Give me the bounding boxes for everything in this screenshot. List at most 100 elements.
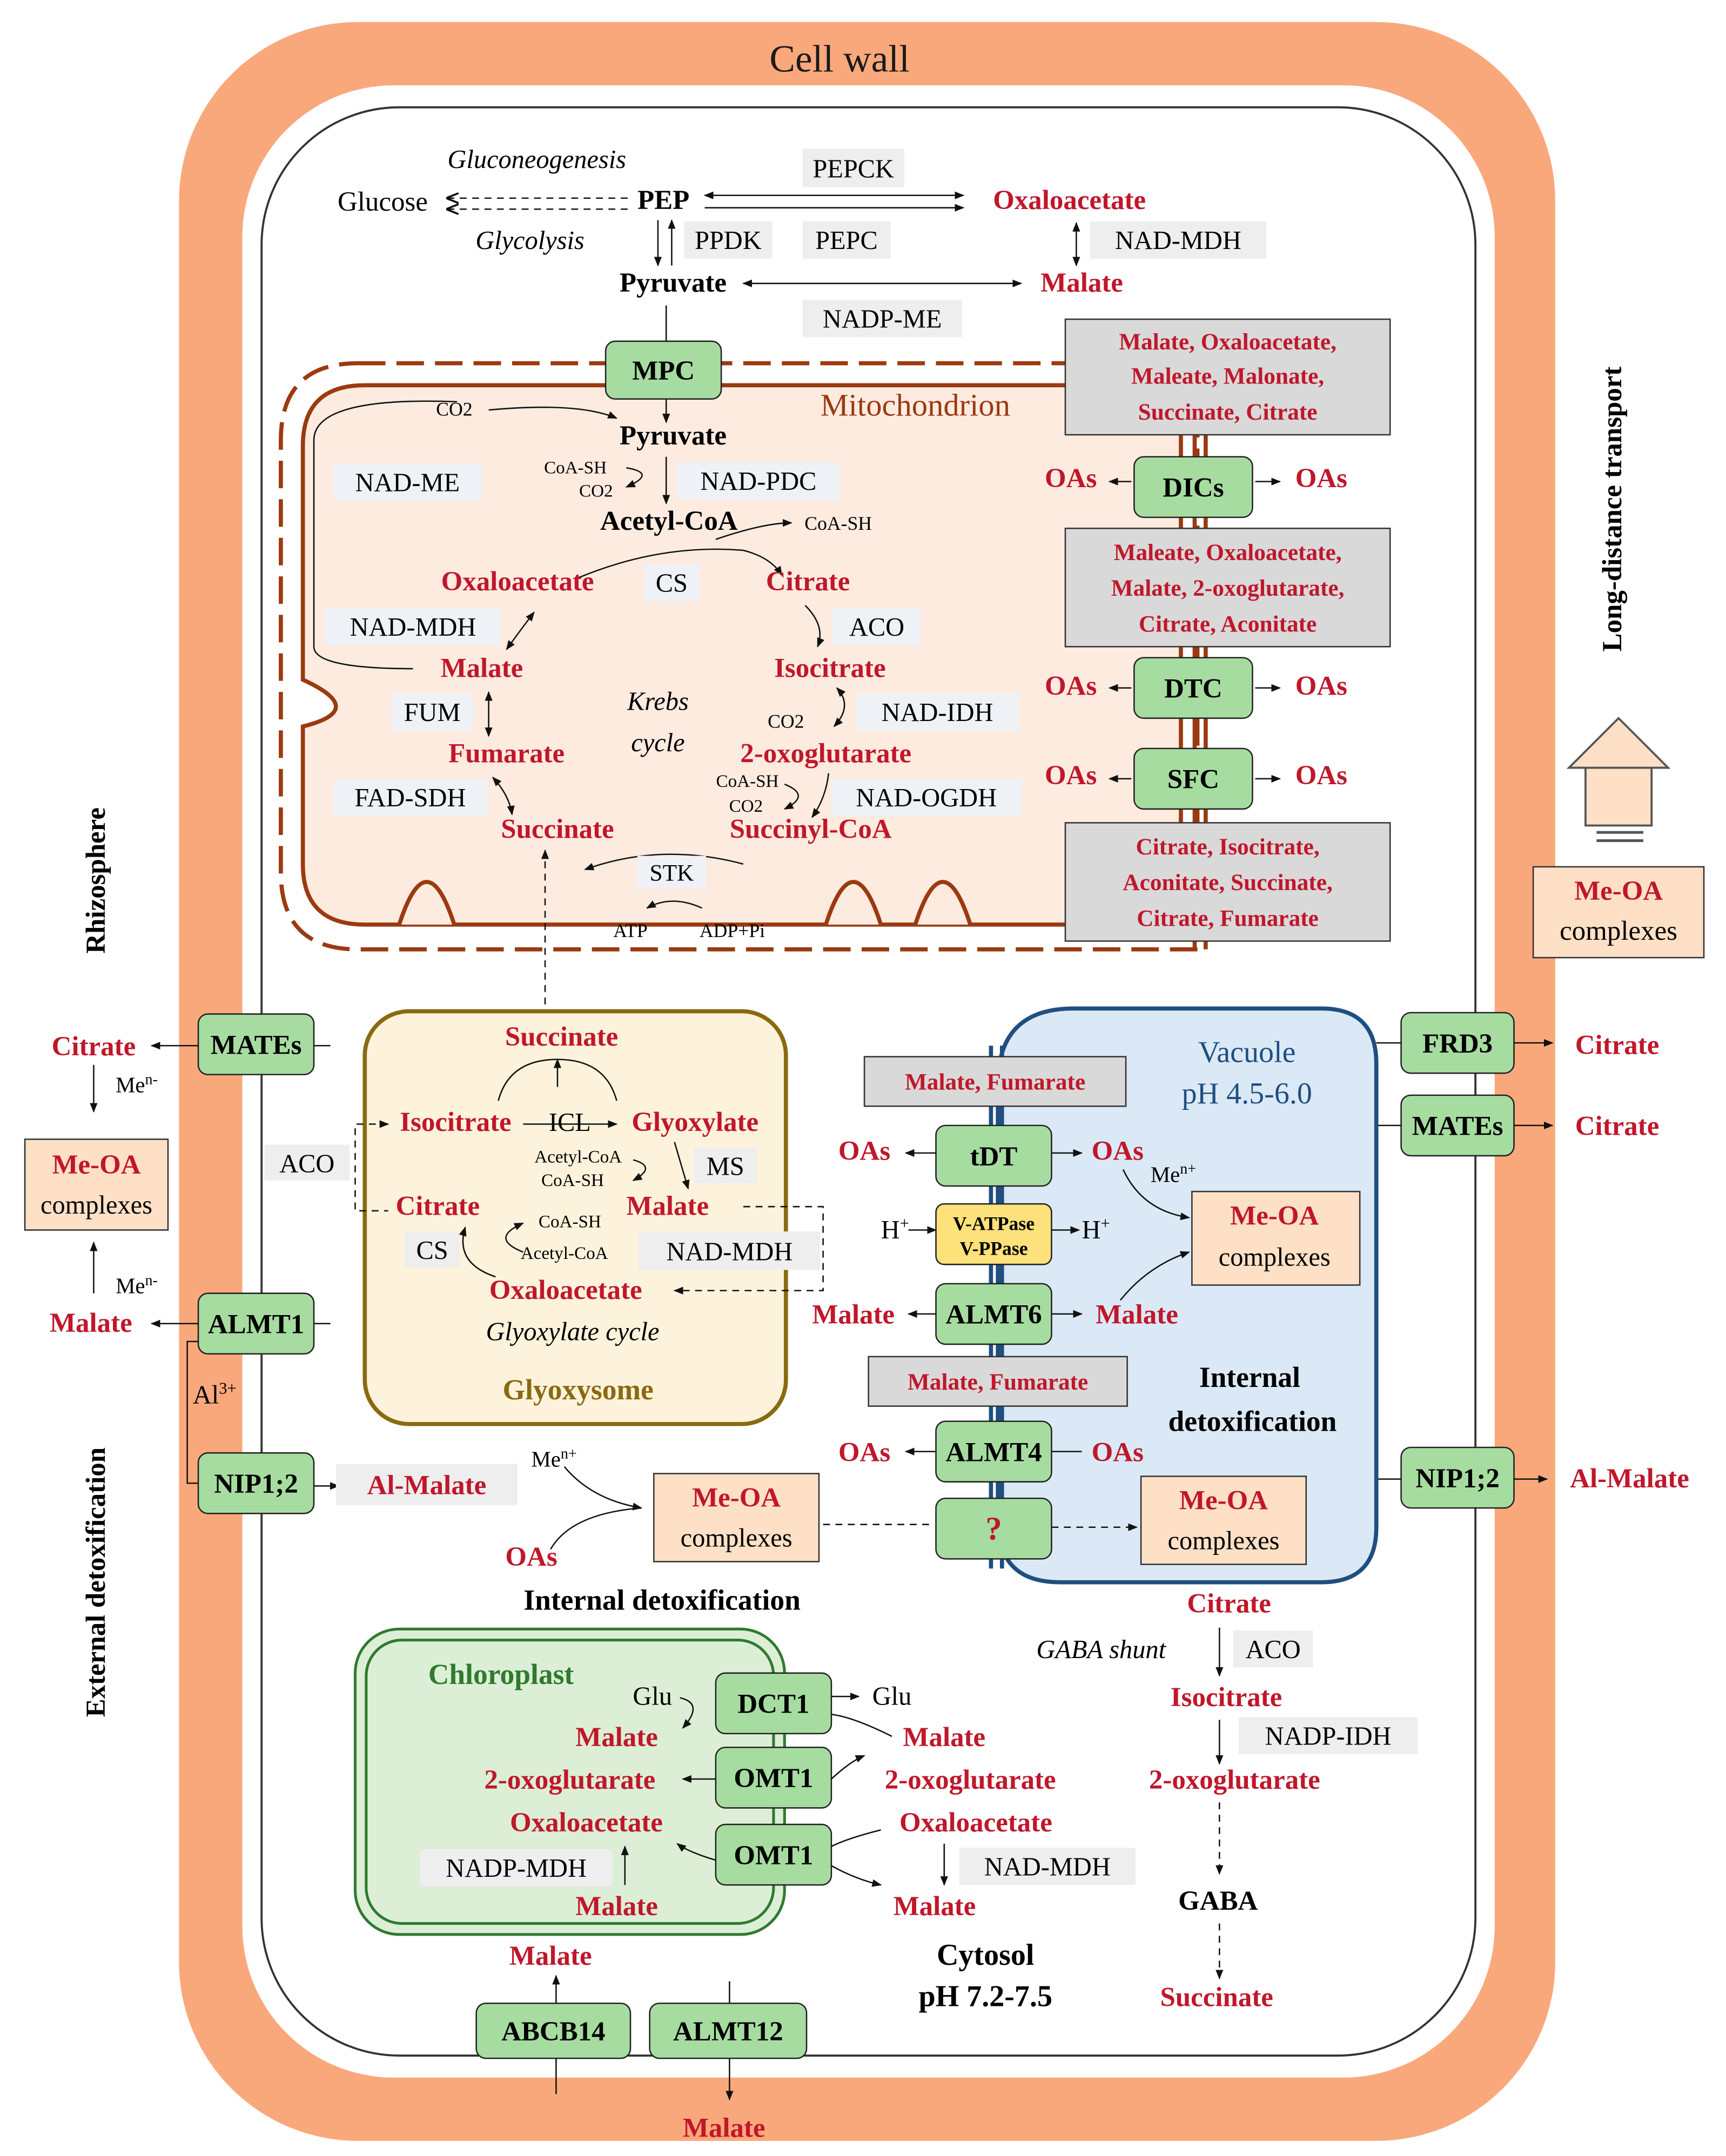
nad-ogdh-label: NAD-OGDH [856, 784, 997, 812]
vacuole: Vacuole pH 4.5-6.0 Malate, Fumarate tDT … [812, 1006, 1379, 1585]
almt1-label: ALMT1 [208, 1310, 304, 1340]
malate-chloro-in: Malate [575, 1722, 658, 1753]
unknown-transporter [935, 1498, 1052, 1560]
sfc-label: SFC [1167, 765, 1219, 795]
oxaloacetate-mito: Oxaloacetate [441, 567, 594, 597]
mpc-transporter [605, 340, 722, 400]
nad-idh-label: NAD-IDH [882, 698, 993, 727]
citrate-glyox: Citrate [396, 1191, 480, 1221]
up-arrow-icon [1566, 717, 1671, 827]
abcb14-transporter [475, 2002, 632, 2059]
mito-carriers: Malate, Oxaloacetate, Maleate, Malonate,… [1045, 318, 1391, 949]
malate-mito: Malate [440, 653, 523, 683]
oxoglutarate-chloro-out: 2-oxoglutarate [885, 1765, 1056, 1795]
oxaloacetate-chloro-in: Oxaloacetate [510, 1808, 663, 1838]
dics-transporter [1133, 456, 1253, 518]
adp-pi-label: ADP+Pi [700, 920, 765, 941]
nadp-idh-label: NADP-IDH [1265, 1722, 1392, 1750]
almt4-substrates: Malate, Fumarate [908, 1369, 1088, 1395]
dics-substrates-box [1064, 318, 1391, 436]
fumarate-mito: Fumarate [448, 738, 565, 769]
acetyl-coa-mito: Acetyl-CoA [600, 506, 738, 536]
cs-glyox: CS [417, 1236, 448, 1265]
omt1-transporter-1 [715, 1747, 832, 1809]
cytosolic-pathway: Gluconeogenesis Glucose PEP Glycolysis P… [338, 145, 1266, 344]
co2-4: CO2 [729, 796, 763, 816]
nad-me-label: NAD-ME [355, 468, 460, 497]
dics-substrates-1: Malate, Oxaloacetate, [1119, 329, 1337, 355]
dics-substrates-3: Succinate, Citrate [1138, 399, 1318, 425]
fad-sdh-label: FAD-SDH [354, 784, 466, 812]
bottom-transporters: Malate ABCB14 ALMT12 Malate [475, 1941, 808, 2143]
men-label-1: Men- [116, 1071, 158, 1097]
gaba-shunt-label: GABA shunt [1036, 1635, 1166, 1664]
oas-almt4-left: OAs [838, 1437, 890, 1467]
meoa-vacuole: Me-OA [1230, 1201, 1319, 1231]
meoa-cyto: Me-OA [692, 1483, 781, 1513]
aco-mito: ACO [849, 613, 904, 642]
dtc-substrates-box [1064, 527, 1391, 648]
pep-label: PEP [637, 185, 689, 215]
dics-substrates-2: Maleate, Malonate, [1131, 363, 1324, 389]
glyoxysome-title: Glyoxysome [503, 1373, 654, 1406]
pepc-label: PEPC [815, 226, 878, 255]
glu-in: Glu [633, 1682, 672, 1710]
mates-right-label: MATEs [1412, 1111, 1503, 1142]
glu-out: Glu [872, 1682, 912, 1710]
ppdk-label: PPDK [695, 226, 762, 255]
malate-chloro-bottom-out: Malate [894, 1891, 976, 1922]
oas-almt4-right: OAs [1092, 1437, 1144, 1467]
v-ppase-label: V-PPase [959, 1237, 1027, 1259]
long-distance-label: Long-distance transport [1597, 367, 1628, 652]
dics-label: DICs [1163, 473, 1224, 503]
citrate-gaba: Citrate [1187, 1589, 1271, 1619]
nip-right-label: NIP1;2 [1415, 1464, 1500, 1494]
external-detox-label: External detoxification [81, 1447, 111, 1717]
malate-glyox: Malate [626, 1191, 709, 1221]
malate-abcb14: Malate [509, 1941, 592, 1971]
men-label-2: Men- [116, 1272, 158, 1298]
cytosol-label: Cytosol [937, 1938, 1035, 1972]
almt4-label: ALMT4 [945, 1437, 1042, 1467]
tdt-substrates: Malate, Fumarate [905, 1069, 1085, 1095]
co2-3: CO2 [768, 711, 804, 732]
co2-2: CO2 [579, 481, 613, 501]
nip-right-transporter [1400, 1446, 1515, 1509]
citrate-left: Citrate [52, 1032, 136, 1062]
nad-mdh-chloro: NAD-MDH [984, 1852, 1111, 1881]
aco-glyox: ACO [279, 1150, 334, 1178]
vacuole-title: Vacuole [1198, 1036, 1295, 1069]
omt1-transporter-2 [715, 1823, 832, 1886]
ms-label: MS [707, 1153, 744, 1181]
krebs-label-1: Krebs [627, 688, 689, 716]
malate-almt6-right: Malate [1096, 1300, 1178, 1330]
mates-left-label: MATEs [211, 1030, 302, 1060]
oas-dtc-left: OAs [1045, 671, 1097, 702]
pepck-label: PEPCK [812, 155, 894, 184]
tdt-label: tDT [970, 1142, 1018, 1172]
oxaloacetate-top: Oxaloacetate [993, 185, 1146, 215]
atp-label: ATP [613, 920, 647, 941]
complexes-vacuole: complexes [1219, 1243, 1331, 1272]
meoa-left: Me-OA [52, 1150, 140, 1180]
nad-mdh-mito: NAD-MDH [350, 613, 476, 642]
isocitrate-mito: Isocitrate [774, 653, 885, 683]
complexes-vacuole-2: complexes [1167, 1527, 1279, 1555]
chloroplast: Chloroplast DCT1 Glu Glu Malate Malate O… [353, 1627, 1136, 1936]
coash-3: CoA-SH [716, 771, 779, 791]
pyruvate-mito: Pyruvate [620, 421, 727, 451]
oas-tdt-left: OAs [838, 1136, 890, 1167]
citrate-mates-right: Citrate [1575, 1111, 1660, 1142]
oas-dics-left: OAs [1045, 463, 1097, 494]
meoa-vacuole-2: Me-OA [1179, 1486, 1268, 1516]
isocitrate-glyox: Isocitrate [400, 1107, 512, 1137]
dtc-substrates-2: Malate, 2-oxoglutarate, [1111, 575, 1345, 601]
coash-glyox-2: CoA-SH [539, 1211, 601, 1231]
sfc-substrates-1: Citrate, Isocitrate, [1136, 834, 1319, 860]
almt12-label: ALMT12 [673, 2017, 783, 2047]
internal-detox-cyto: Internal detoxification [523, 1584, 801, 1616]
right-side: Long-distance transport Me-OA complexes … [1376, 367, 1705, 1509]
sfc-substrates-2: Aconitate, Succinate, [1123, 870, 1332, 895]
internal-detox-vacuole-1: Internal [1199, 1361, 1300, 1393]
fum-label: FUM [404, 698, 461, 727]
